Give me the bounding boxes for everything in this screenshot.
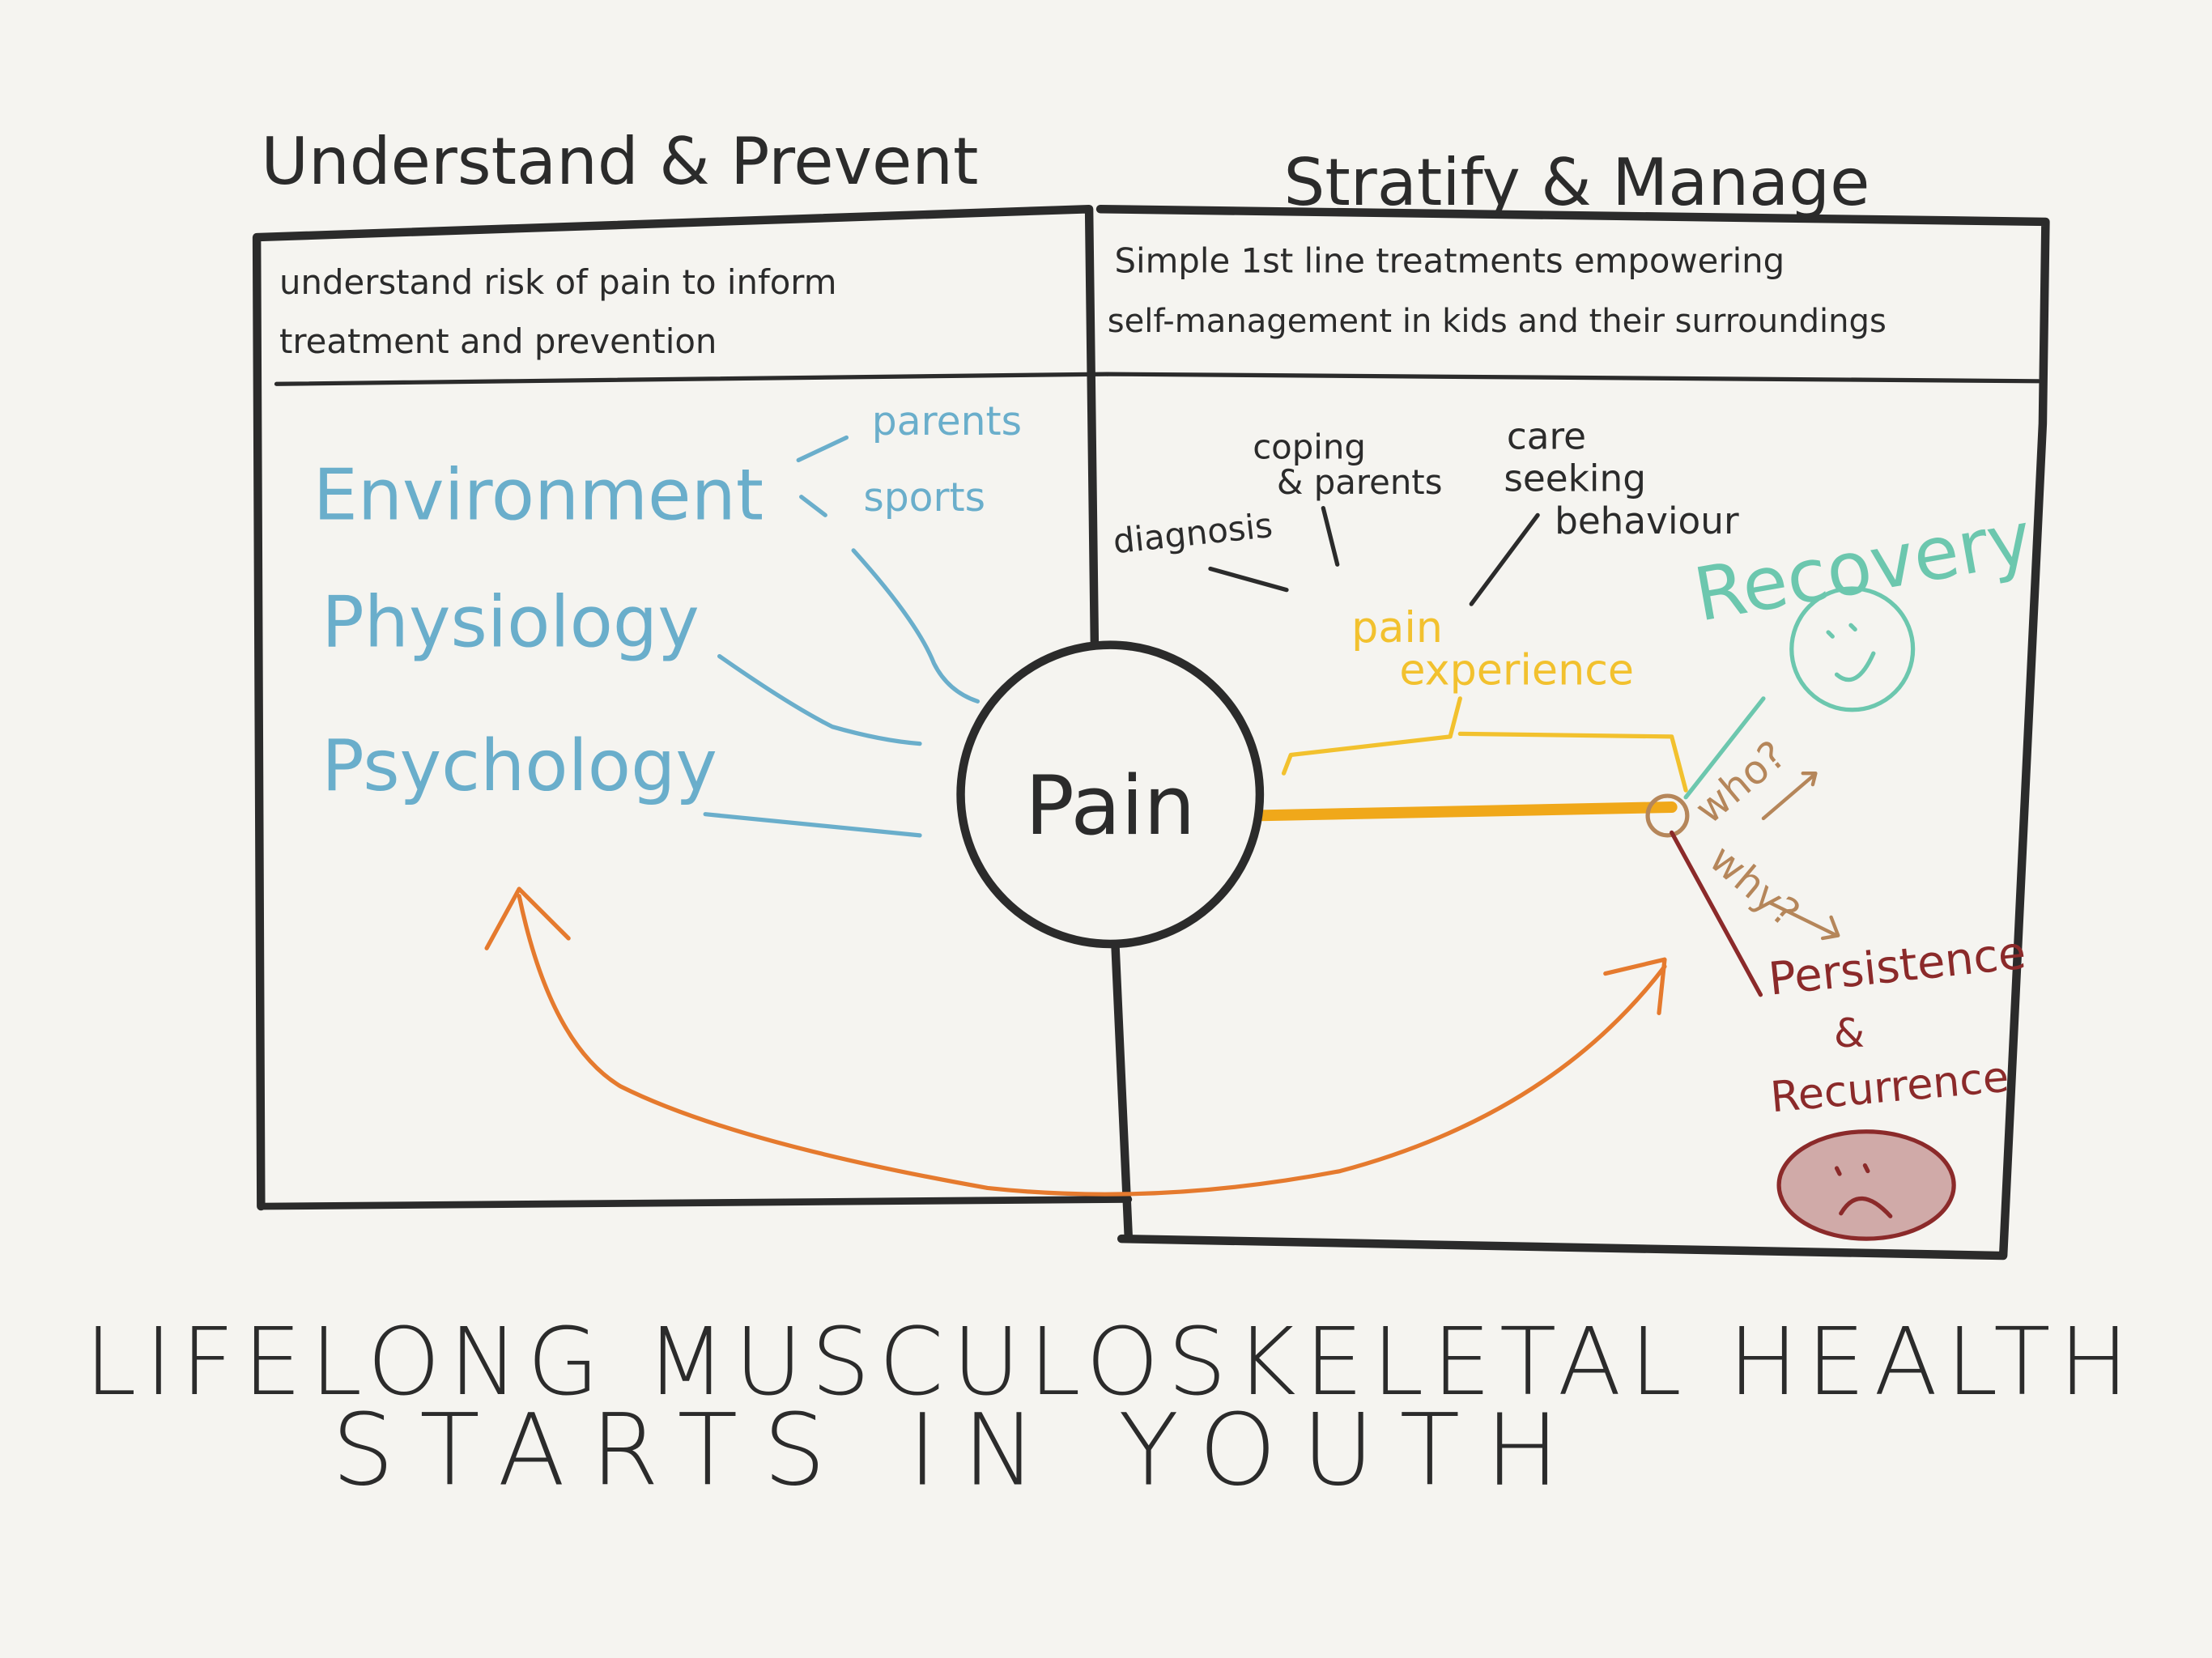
- center-divider-line: [1110, 922, 1134, 1244]
- pain-label: Pain: [1025, 758, 1195, 853]
- right-description-line1: Simple 1st line treatments empowering: [1114, 241, 1784, 281]
- left-panel-border: [252, 205, 1100, 1211]
- left-panel-bottom: [257, 1196, 1133, 1210]
- factor-diagnosis: diagnosis: [1111, 505, 1274, 561]
- right-description-line2: self-management in kids and their surrou…: [1108, 303, 1887, 340]
- right-header-divider: [1105, 372, 2041, 384]
- left-panel-title: Understand & Prevent: [261, 124, 978, 199]
- factor-behaviour: behaviour: [1555, 500, 1739, 542]
- outcome-recurrence: Recurrence: [1768, 1052, 2010, 1122]
- outcome-persistence: Persistence: [1766, 927, 2028, 1006]
- outcome-ampersand: &: [1834, 1010, 1865, 1056]
- left-panel: Understand & Prevent understand risk of …: [252, 124, 1133, 1211]
- left-description-line1: understand risk of pain to inform: [279, 262, 836, 302]
- subfactor-sports: sports: [863, 474, 985, 521]
- persistence-path-line: [1670, 830, 1763, 997]
- pain-center: Pain: [956, 640, 1265, 1244]
- right-panel: Stratify & Manage Simple 1st line treatm…: [1095, 145, 2050, 1261]
- decision-point-circle: [1645, 793, 1690, 838]
- sad-face-icon: [1776, 1129, 1956, 1241]
- happy-face-icon: [1789, 586, 1916, 712]
- factor-physiology: Physiology: [321, 580, 700, 663]
- pain-timeline-bar: [1249, 801, 1678, 822]
- question-arrows: [1761, 771, 1840, 941]
- arrowhead-right: [1603, 957, 1667, 1015]
- factor-environment: Environment: [313, 454, 764, 537]
- question-why: why?: [1701, 835, 1809, 936]
- pain-experience-line2: experience: [1399, 645, 1634, 695]
- factor-connectors: [703, 435, 981, 838]
- arrowhead-left: [484, 886, 571, 950]
- factor-psychology: Psychology: [321, 725, 717, 807]
- left-description-line2: treatment and prevention: [279, 321, 717, 361]
- left-header-divider: [274, 372, 1110, 386]
- outcome-recovery: Recovery: [1688, 495, 2038, 638]
- factor-coping-parents: & parents: [1277, 462, 1443, 502]
- right-panel-title: Stratify & Manage: [1284, 145, 1870, 220]
- right-panel-border: [1095, 205, 2050, 1261]
- pain-experience-line1: pain: [1351, 603, 1443, 653]
- question-who: who?: [1687, 732, 1795, 833]
- factor-coping: coping: [1253, 427, 1366, 467]
- footer-line1: LIFELONG MUSCULOSKELETAL HEALTH: [85, 1308, 2138, 1417]
- subfactor-parents: parents: [872, 398, 1022, 444]
- recovery-path-line: [1683, 696, 1766, 800]
- factor-care: care: [1507, 414, 1586, 457]
- footer-line2: STARTS IN YOUTH: [331, 1392, 1585, 1507]
- pain-experience-bracket: [1281, 696, 1688, 793]
- factor-seeking: seeking: [1504, 457, 1646, 500]
- lifecycle-arrow: [484, 886, 1667, 1197]
- factor-connectors-right: [1208, 506, 1540, 606]
- pain-circle: [956, 640, 1265, 949]
